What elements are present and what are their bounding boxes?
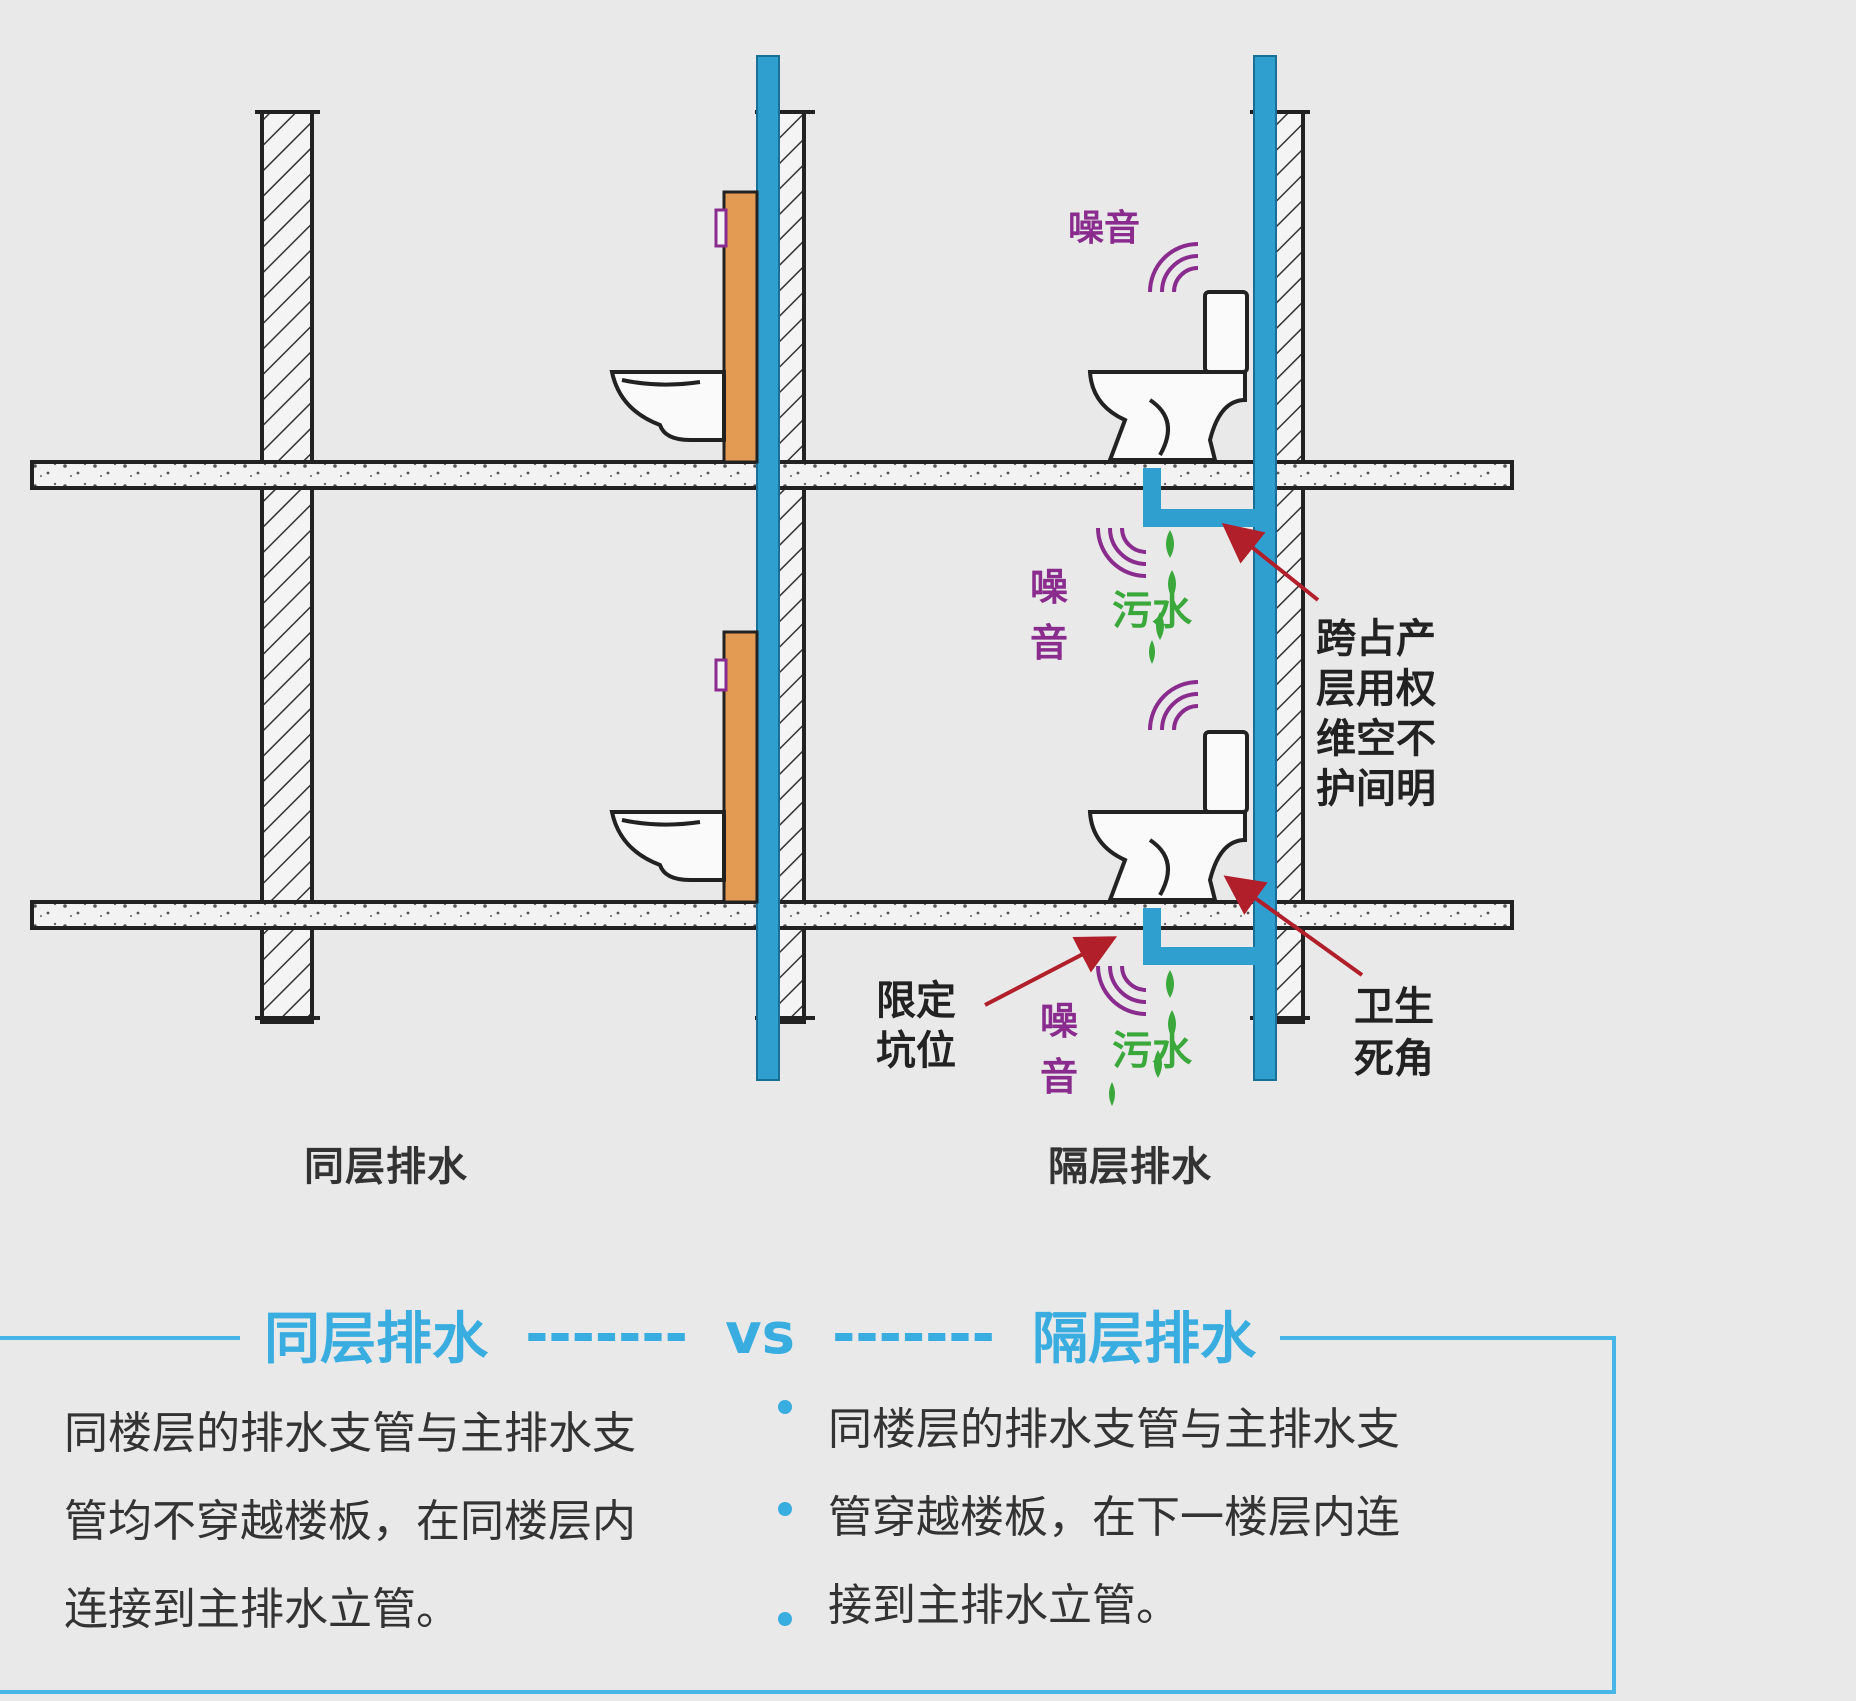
- separator: -------: [832, 1301, 995, 1367]
- arrow-dead-corner: [1223, 875, 1364, 977]
- noise-label: 噪音: [1068, 208, 1140, 249]
- bullet-dot: [778, 1400, 792, 1414]
- noise-label: 音: [1030, 621, 1068, 665]
- annotation-cross-floor: 跨占产 层用权 维空不 护间明: [1316, 616, 1436, 812]
- vs-label: vs: [725, 1301, 795, 1367]
- comparison-left-title: 同层排水: [264, 1306, 488, 1372]
- sewage-drops-lower: [1109, 970, 1176, 1106]
- noise-label: 噪: [1030, 565, 1068, 609]
- caption-cross-floor: 隔层排水: [1048, 1144, 1212, 1190]
- wall-hung-toilet-upper: [609, 370, 726, 442]
- bullet-dot: [778, 1612, 792, 1626]
- svg-text:限定: 限定: [876, 978, 956, 1024]
- left-description: 同楼层的排水支管与主排水支 管均不穿越楼板，在同楼层内 连接到主排水立管。: [64, 1390, 764, 1654]
- caption-same-floor: 同层排水: [304, 1144, 468, 1190]
- sewage-label: 污水: [1112, 1028, 1193, 1074]
- concealed-tank-lower: [714, 630, 759, 904]
- desc-line: 管均不穿越楼板，在同楼层内: [64, 1496, 636, 1547]
- noise-wave-icon: [1148, 680, 1199, 731]
- svg-text:跨占产: 跨占产: [1316, 616, 1436, 662]
- main-stack-pipe-right: [1253, 55, 1277, 1081]
- sewage-label: 污水: [1112, 588, 1193, 634]
- branch-pipe-upper: [1143, 468, 1256, 527]
- desc-line: 连接到主排水立管。: [64, 1584, 460, 1635]
- desc-line: 同楼层的排水支管与主排水支: [828, 1404, 1400, 1455]
- svg-text:死角: 死角: [1354, 1036, 1434, 1082]
- main-stack-pipe-left: [756, 55, 780, 1081]
- svg-text:护间明: 护间明: [1316, 766, 1436, 812]
- floor-toilet-lower: [1087, 730, 1249, 902]
- wall-left: [255, 110, 320, 1024]
- comparison-title: 同层排水 ------- vs ------- 隔层排水: [240, 1296, 1280, 1372]
- bullet-dot: [778, 1502, 792, 1516]
- wall-hung-toilet-lower: [609, 810, 726, 882]
- desc-line: 同楼层的排水支管与主排水支: [64, 1408, 636, 1459]
- right-description: 同楼层的排水支管与主排水支 管穿越楼板，在下一楼层内连 接到主排水立管。: [828, 1386, 1568, 1650]
- annotation-limit-position: 限定 坑位: [876, 978, 956, 1074]
- arrow-limit: [984, 936, 1118, 1007]
- noise-wave-icon: [1096, 527, 1147, 578]
- svg-text:层用权: 层用权: [1316, 666, 1436, 712]
- annotation-dead-corner: 卫生 死角: [1354, 984, 1434, 1082]
- arrow-cross-floor: [1221, 523, 1320, 602]
- separator: -------: [525, 1301, 688, 1367]
- noise-label: 噪: [1040, 999, 1078, 1043]
- noise-label: 音: [1040, 1055, 1078, 1099]
- desc-line: 管穿越楼板，在下一楼层内连: [828, 1492, 1400, 1543]
- noise-wave-icon: [1096, 965, 1147, 1016]
- branch-pipe-lower: [1143, 908, 1256, 965]
- drainage-diagram: 噪音 噪 音 噪 音 污水 污水 跨占产 层用权 维空不 护间明 限定 坑位 卫…: [30, 55, 1514, 1106]
- comparison-right-title: 隔层排水: [1032, 1306, 1256, 1372]
- floor-toilet-upper: [1087, 290, 1249, 462]
- noise-wave-icon: [1148, 242, 1199, 293]
- svg-text:坑位: 坑位: [876, 1028, 956, 1074]
- svg-text:维空不: 维空不: [1316, 716, 1436, 762]
- sewage-drops-upper: [1149, 530, 1176, 664]
- desc-line: 接到主排水立管。: [828, 1580, 1180, 1631]
- svg-text:卫生: 卫生: [1354, 984, 1434, 1030]
- concealed-tank-upper: [714, 190, 759, 464]
